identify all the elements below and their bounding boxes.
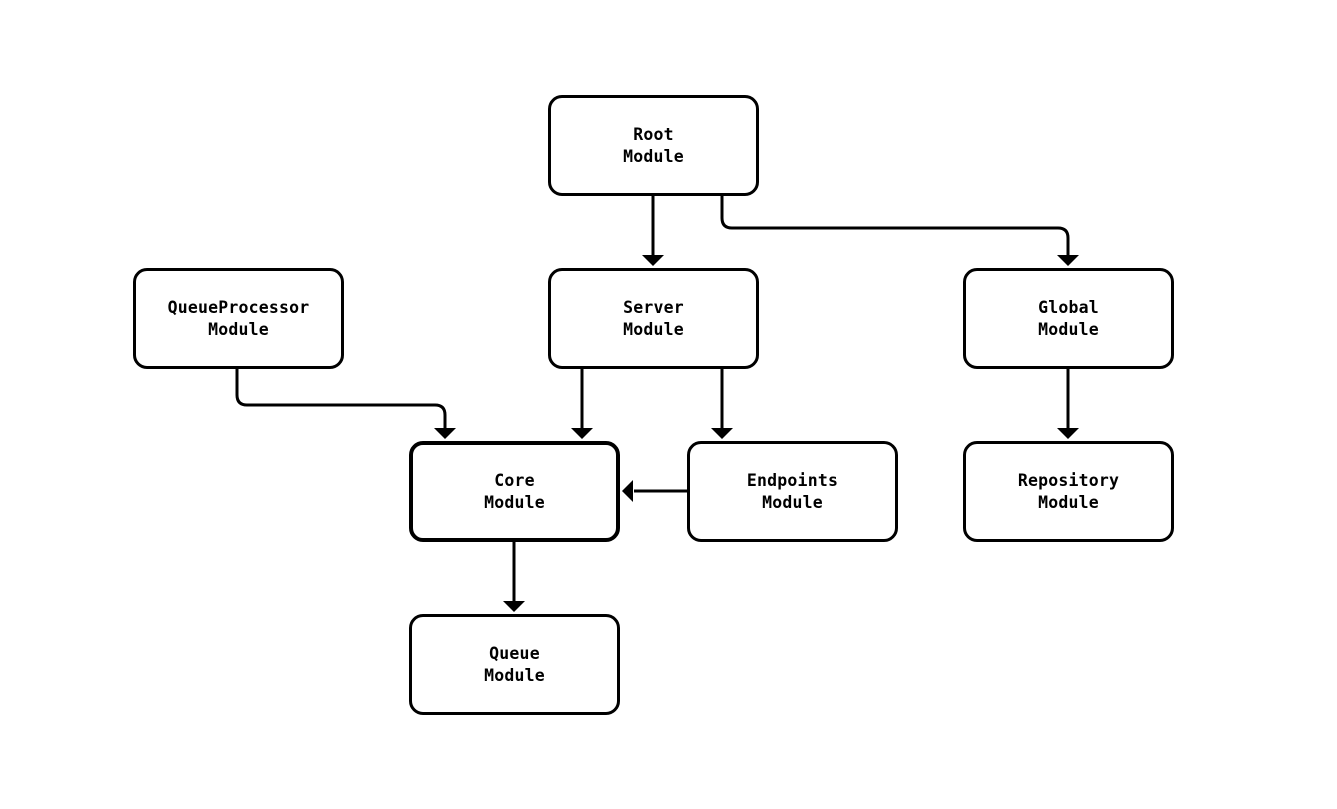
node-queue-label: Queue Module [484, 643, 545, 685]
edge-root-global [720, 196, 1070, 255]
arrowhead-core-queue [503, 601, 525, 612]
node-repository-label: Repository Module [1017, 470, 1120, 512]
node-queueprocessor[interactable]: QueueProcessor Module [133, 268, 344, 369]
node-root-label: Root Module [623, 124, 684, 166]
arrowhead-root-global [1057, 255, 1079, 266]
node-endpoints[interactable]: Endpoints Module [687, 441, 898, 542]
node-server[interactable]: Server Module [548, 268, 759, 369]
arrowhead-server-endpoints [711, 428, 733, 439]
arrowhead-server-core [571, 428, 593, 439]
arrowhead-queueprocessor-core [434, 428, 456, 439]
node-global-label: Global Module [1038, 297, 1099, 339]
node-core[interactable]: Core Module [409, 441, 620, 542]
node-root[interactable]: Root Module [548, 95, 759, 196]
arrowhead-root-server [642, 255, 664, 266]
node-endpoints-label: Endpoints Module [746, 470, 839, 512]
node-global[interactable]: Global Module [963, 268, 1174, 369]
node-queueprocessor-label: QueueProcessor Module [167, 297, 310, 339]
edge-queueprocessor-core [235, 369, 447, 428]
arrowhead-global-repository [1057, 428, 1079, 439]
node-repository[interactable]: Repository Module [963, 441, 1174, 542]
arrowhead-endpoints-core [622, 480, 633, 502]
node-queue[interactable]: Queue Module [409, 614, 620, 715]
node-server-label: Server Module [623, 297, 684, 339]
node-core-label: Core Module [484, 470, 545, 512]
